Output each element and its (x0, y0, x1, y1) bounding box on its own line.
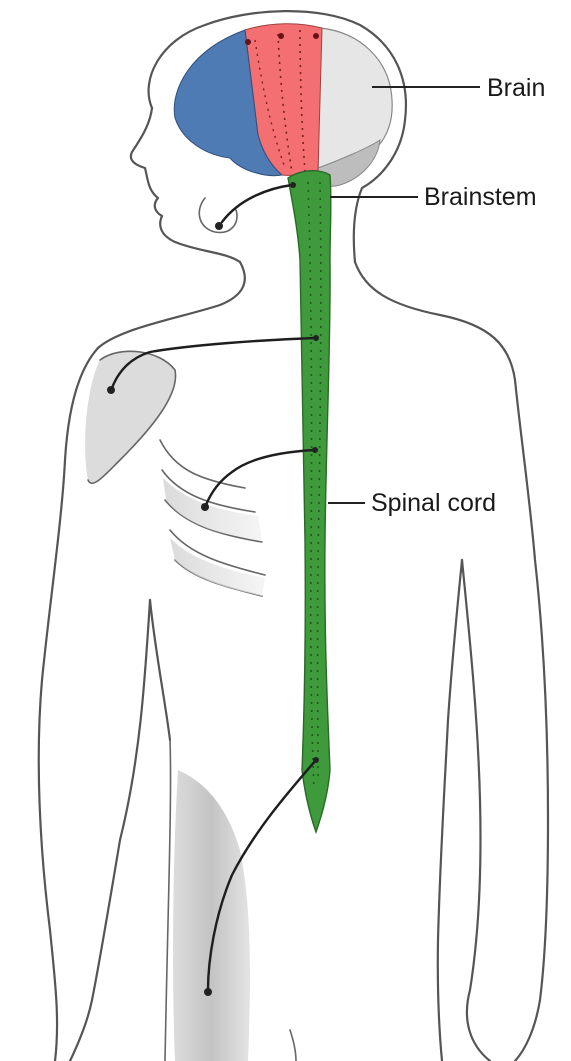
right-arm-outer (515, 380, 548, 1061)
neck-left (98, 262, 245, 348)
shoulder-muscle (85, 351, 175, 483)
spinal-cord-label: Spinal cord (371, 489, 496, 517)
hip-line-right (290, 1030, 296, 1061)
thigh-muscle (173, 770, 250, 1061)
nerve-face (222, 185, 292, 222)
left-torso (150, 600, 170, 740)
nerve-chest (206, 450, 314, 505)
brainstem-label: Brainstem (424, 183, 537, 211)
left-arm-inner (70, 600, 150, 1061)
neck-right (355, 262, 515, 380)
right-torso (438, 560, 462, 1061)
brain-rear-region (318, 28, 392, 168)
hip-line-left (165, 740, 171, 1061)
brain-label: Brain (487, 74, 545, 102)
right-arm-inner (462, 560, 490, 1061)
brain (174, 24, 392, 187)
spinal-cord (288, 171, 331, 832)
